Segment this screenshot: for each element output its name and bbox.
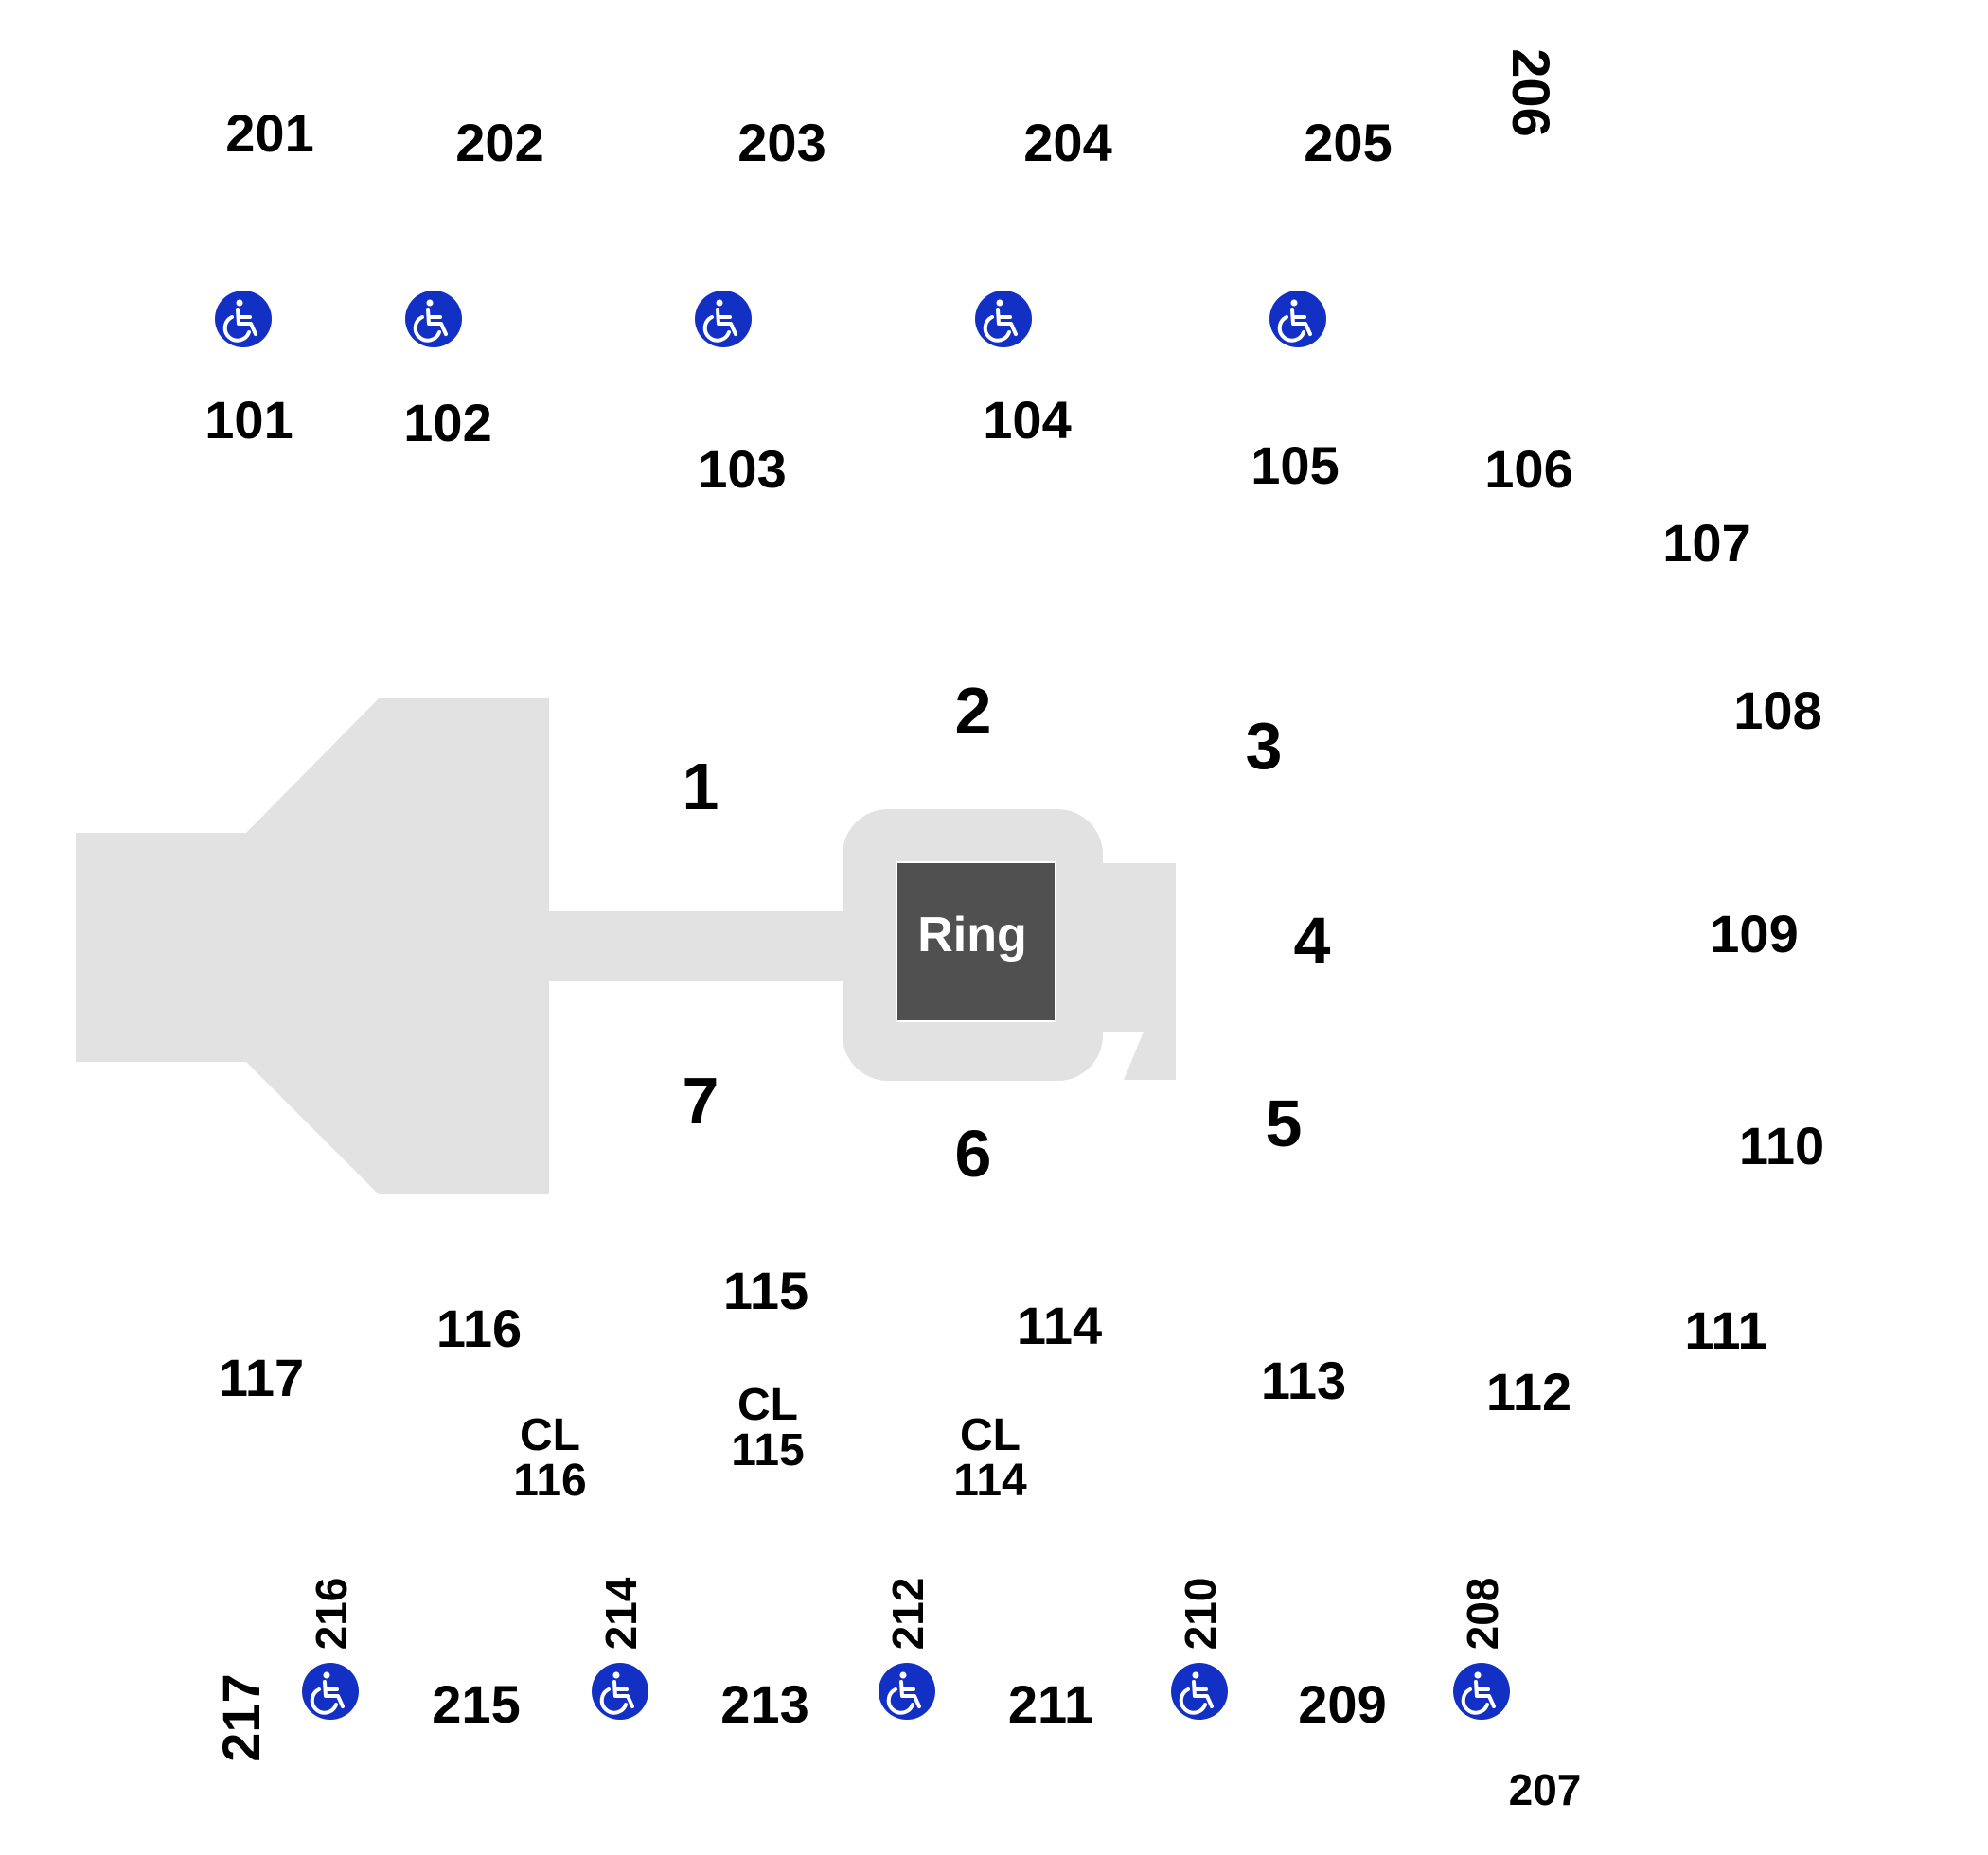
wheelchair-accessible-icon[interactable] (877, 1661, 937, 1722)
lower-sections: 101 102 103 104 105 106 107 108 109 110 … (204, 390, 1824, 1422)
section-202[interactable]: 202 (455, 113, 543, 172)
section-206[interactable]: 206 (1501, 48, 1561, 136)
ring-box (896, 861, 1056, 1022)
section-107[interactable]: 107 (1662, 513, 1750, 573)
wheelchair-accessible-icon[interactable] (590, 1661, 650, 1722)
club-section-114[interactable]: CL 114 (953, 1410, 1027, 1506)
club-sections: CL 116 CL 115 CL 114 (513, 1380, 1027, 1506)
section-215[interactable]: 215 (432, 1674, 520, 1734)
section-207[interactable]: 207 (1509, 1765, 1582, 1814)
section-101[interactable]: 101 (204, 390, 293, 450)
wheelchair-accessible-icon[interactable] (693, 289, 754, 349)
section-112[interactable]: 112 (1486, 1362, 1571, 1422)
upper-sections-bottom-rotated: 216 214 212 210 208 217 (211, 1577, 1507, 1762)
club-section-116[interactable]: CL 116 (513, 1410, 586, 1506)
floor-section-3[interactable]: 3 (1246, 709, 1283, 783)
section-204[interactable]: 204 (1023, 113, 1111, 172)
section-114[interactable]: 114 (1017, 1296, 1102, 1355)
floor-section-1[interactable]: 1 (683, 750, 719, 823)
floor-section-6[interactable]: 6 (955, 1117, 992, 1191)
section-214[interactable]: 214 (596, 1577, 646, 1650)
section-111[interactable]: 111 (1684, 1300, 1766, 1360)
club-label: CL (960, 1410, 1021, 1460)
section-203[interactable]: 203 (737, 113, 825, 172)
wheelchair-accessible-icon[interactable] (1169, 1661, 1230, 1722)
floor-section-5[interactable]: 5 (1266, 1086, 1303, 1160)
floor-section-7[interactable]: 7 (683, 1064, 719, 1138)
section-210[interactable]: 210 (1176, 1578, 1225, 1651)
section-110[interactable]: 110 (1739, 1116, 1824, 1175)
floor-section-2[interactable]: 2 (955, 674, 992, 748)
section-106[interactable]: 106 (1484, 439, 1572, 499)
section-213[interactable]: 213 (720, 1674, 808, 1734)
wheelchair-accessible-icon[interactable] (403, 289, 464, 349)
floor-sections: 1 2 3 4 5 6 7 (683, 674, 1331, 1191)
section-217[interactable]: 217 (211, 1673, 271, 1761)
section-205[interactable]: 205 (1304, 113, 1392, 172)
upper-sections-top: 201 202 203 204 205 206 (225, 48, 1561, 172)
section-117[interactable]: 117 (219, 1348, 304, 1407)
wheelchair-accessible-icon[interactable] (300, 1661, 361, 1722)
section-208[interactable]: 208 (1458, 1578, 1507, 1651)
section-211[interactable]: 211 (1008, 1674, 1093, 1734)
upper-sections-bottom: 215 213 211 209 207 (432, 1674, 1581, 1814)
club-label: CL (737, 1380, 798, 1430)
section-104[interactable]: 104 (983, 390, 1071, 450)
club-number: 115 (731, 1425, 804, 1475)
section-105[interactable]: 105 (1251, 435, 1339, 495)
section-216[interactable]: 216 (307, 1578, 356, 1651)
club-section-115[interactable]: CL 115 (731, 1380, 804, 1475)
section-103[interactable]: 103 (698, 439, 786, 499)
floor-section-4[interactable]: 4 (1294, 904, 1331, 978)
section-102[interactable]: 102 (403, 393, 491, 452)
club-number: 114 (953, 1456, 1027, 1506)
wheelchair-accessible-icon[interactable] (973, 289, 1034, 349)
section-201[interactable]: 201 (225, 103, 313, 163)
section-109[interactable]: 109 (1710, 904, 1798, 963)
club-number: 116 (513, 1456, 586, 1506)
section-209[interactable]: 209 (1298, 1674, 1386, 1734)
ring-side-platform (1103, 863, 1176, 1080)
section-212[interactable]: 212 (883, 1578, 932, 1651)
club-label: CL (520, 1410, 580, 1460)
section-116[interactable]: 116 (436, 1298, 522, 1358)
section-113[interactable]: 113 (1261, 1351, 1346, 1410)
section-115[interactable]: 115 (723, 1261, 808, 1320)
wheelchair-accessible-icon[interactable] (1451, 1661, 1512, 1722)
entrance-stage (76, 698, 843, 1194)
ring[interactable]: Ring (896, 861, 1056, 1022)
ring-label: Ring (917, 908, 1027, 963)
wheelchair-accessible-icon[interactable] (213, 289, 274, 349)
section-108[interactable]: 108 (1733, 680, 1821, 740)
accessible-icons-top (213, 289, 1328, 349)
wheelchair-accessible-icon[interactable] (1268, 289, 1328, 349)
